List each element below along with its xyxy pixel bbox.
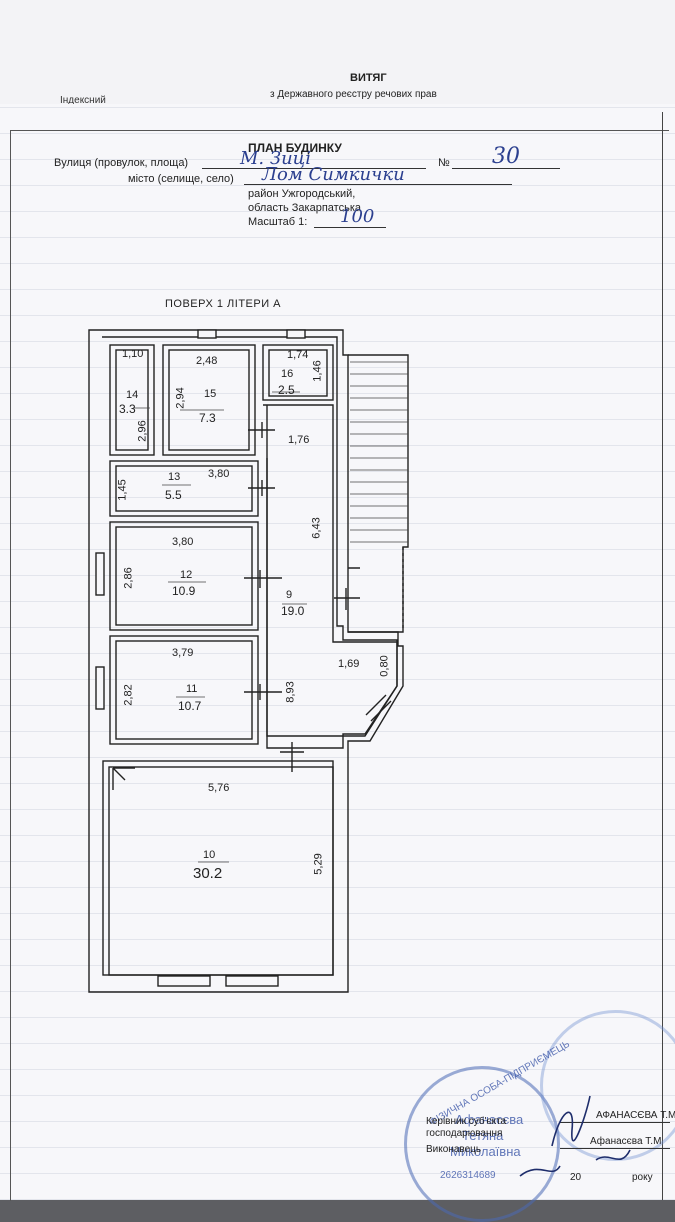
room-12-area: 10.9 bbox=[172, 584, 196, 598]
performer-line bbox=[560, 1148, 670, 1149]
street-underline bbox=[202, 168, 426, 169]
performer-name: Афанасєва Т.М bbox=[590, 1136, 662, 1147]
room-11-area: 10.7 bbox=[178, 699, 202, 713]
room-12-num: 12 bbox=[180, 569, 193, 581]
city-underline bbox=[244, 184, 512, 185]
region: область Закарпатська bbox=[248, 202, 361, 214]
outer-wall bbox=[88, 329, 404, 993]
registry-stamp bbox=[540, 1010, 675, 1161]
stamp-text-4: Миколаївна bbox=[450, 1144, 521, 1159]
plan-title: ПЛАН БУДИНКУ bbox=[248, 141, 342, 155]
room-15-area: 7.3 bbox=[199, 411, 216, 425]
room-10-num: 10 bbox=[203, 849, 216, 861]
stamp-code: 2626314689 bbox=[440, 1170, 496, 1181]
number-label: № bbox=[438, 157, 450, 169]
room-16-num: 16 bbox=[281, 368, 294, 380]
stamp-text-3: Тетяна bbox=[462, 1128, 504, 1143]
document-sheet bbox=[0, 104, 675, 1200]
room-9 bbox=[263, 404, 398, 737]
room-14-area: 3.3 bbox=[119, 402, 136, 416]
scale-value: 100 bbox=[340, 206, 375, 227]
floor-title: ПОВЕРХ 1 ЛІТЕРИ А bbox=[165, 298, 282, 310]
frame-right-line bbox=[662, 112, 663, 1200]
room-15-dim-w: 2,48 bbox=[196, 355, 218, 367]
stamp-text-2: Афанасєва bbox=[455, 1112, 524, 1127]
back-sheet-title: ВИТЯГ bbox=[350, 72, 387, 84]
city-value: Лом Симкички bbox=[262, 164, 405, 185]
room-12-dim-w: 3,80 bbox=[172, 536, 194, 548]
back-sheet-index: Індексний bbox=[60, 95, 106, 106]
executor-label-1: Керівник суб'єкта bbox=[426, 1116, 507, 1127]
executor-name: АФАНАСЄВА Т.М. bbox=[596, 1110, 675, 1121]
room-16-dim-w: 1,74 bbox=[287, 349, 309, 361]
executor-label-2: господарювання bbox=[426, 1128, 503, 1139]
performer-label: Виконавець bbox=[426, 1144, 482, 1155]
room-9-dim-lobby: 1,69 bbox=[338, 658, 360, 670]
room-11-dim-w: 3,79 bbox=[172, 647, 194, 659]
number-underline bbox=[452, 168, 560, 169]
room-9-dim-top: 1,76 bbox=[288, 434, 310, 446]
room-13-area: 5.5 bbox=[165, 488, 182, 502]
room-10-area: 30.2 bbox=[193, 865, 223, 882]
street-label: Вулиця (провулок, площа) bbox=[54, 157, 189, 169]
stairs bbox=[348, 354, 409, 633]
number-value: 30 bbox=[492, 144, 520, 169]
room-13-dim-w: 3,80 bbox=[208, 468, 230, 480]
room-14 bbox=[109, 344, 155, 456]
room-16-area: 2.5 bbox=[278, 383, 295, 397]
room-11-num: 11 bbox=[186, 683, 198, 695]
scale-label: Масштаб 1: bbox=[248, 216, 308, 228]
scale-underline bbox=[314, 227, 386, 228]
room-12 bbox=[109, 521, 259, 631]
year-word: року bbox=[632, 1172, 653, 1183]
room-16 bbox=[262, 344, 334, 401]
executor-line bbox=[560, 1122, 670, 1123]
room-9-area: 19.0 bbox=[281, 604, 305, 618]
city-label: місто (селище, село) bbox=[128, 173, 234, 185]
room-9-num: 9 bbox=[286, 589, 293, 601]
district: район Ужгородський, bbox=[248, 188, 356, 200]
street-value: М. Зиці bbox=[240, 148, 311, 169]
room-14-dim-w: 1,10 bbox=[122, 348, 144, 360]
room-10-dim-w: 5,76 bbox=[208, 782, 230, 794]
back-sheet-subtitle: з Державного реєстру речових прав bbox=[270, 89, 437, 100]
room-14-num: 14 bbox=[126, 389, 139, 401]
document-frame bbox=[10, 130, 669, 1201]
room-13-num: 13 bbox=[168, 471, 181, 483]
date-suffix: 20 bbox=[570, 1172, 582, 1183]
room-15 bbox=[162, 344, 256, 456]
room-15-num: 15 bbox=[204, 388, 217, 400]
room-11 bbox=[109, 635, 259, 745]
